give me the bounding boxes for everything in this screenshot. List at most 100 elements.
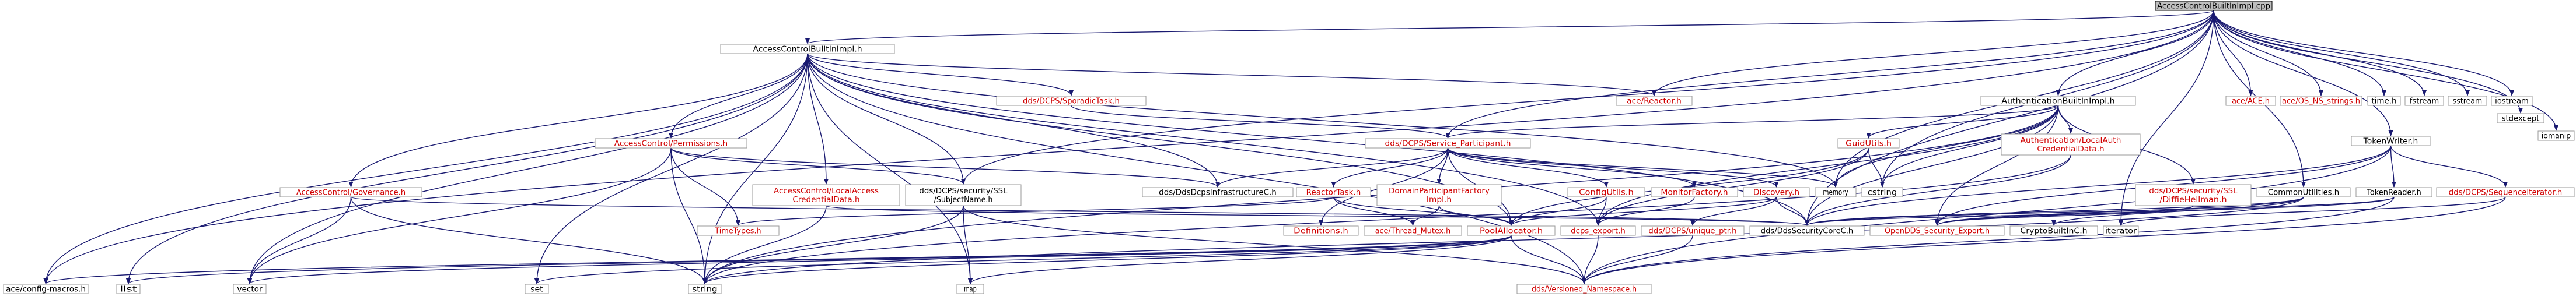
node-label-svcpart: dds/DCPS/Service_Participant.h: [1385, 140, 1511, 149]
node-label-list: list: [120, 285, 137, 294]
node-label-set: set: [530, 285, 543, 294]
node-box-cryptobi: [2009, 225, 2098, 236]
edge-svcpart-to-ddsinfra: [1215, 147, 1449, 188]
node-seqiter[interactable]: dds/DCPS/SequenceIterator.h: [2436, 187, 2575, 197]
node-acperm[interactable]: AccessControl/Permissions.h: [595, 138, 747, 149]
edge-authbi-to-dcpsexport: [1596, 105, 2059, 226]
node-box-timetypes: [697, 225, 780, 236]
node-box-authbi: [1980, 96, 2136, 106]
node-authbi: AuthenticationBuiltInImpl.h: [1980, 96, 2136, 106]
node-label-root: AccessControlBuiltInImpl.cpp: [2157, 2, 2270, 11]
node-acereactor[interactable]: ace/Reactor.h: [1616, 96, 1693, 106]
edges-layer: [43, 10, 2558, 284]
node-timetypes[interactable]: TimeTypes.h: [697, 225, 780, 236]
node-aceos[interactable]: ace/OS_NS_strings.h: [2280, 96, 2362, 106]
node-label-iostream: iostream: [2495, 97, 2529, 106]
node-versioned[interactable]: dds/Versioned_Namespace.h: [1516, 284, 1652, 294]
node-label-string: string: [692, 285, 717, 294]
node-label-cryptobi: CryptoBuiltInC.h: [2020, 227, 2087, 236]
node-list: list: [116, 284, 141, 294]
node-box-aclocal: [752, 184, 900, 206]
node-label-diffie-1: dds/DCPS/security/SSL: [2149, 187, 2238, 196]
edge-root-to-iterator: [2119, 10, 2214, 226]
edge-acgov-to-string: [350, 196, 707, 284]
edge-commonutils-to-ossecexport: [1935, 196, 2304, 226]
node-box-guidutils: [1837, 138, 1900, 149]
edge-acbi_h-to-map: [807, 53, 973, 284]
edge-reactortask-to-timetypes: [736, 196, 1334, 226]
node-label-ddsseccore: dds/DdsSecurityCoreC.h: [1761, 227, 1853, 236]
node-box-aceos: [2280, 96, 2362, 106]
node-acgov[interactable]: AccessControl/Governance.h: [279, 187, 422, 197]
node-aceace[interactable]: ace/ACE.h: [2225, 96, 2276, 106]
node-configutils[interactable]: ConfigUtils.h: [1567, 187, 1645, 197]
node-box-commonutils: [2256, 187, 2351, 197]
node-box-definitions: [1283, 225, 1359, 236]
node-set: set: [525, 284, 549, 294]
edge-poolalloc-to-list: [126, 235, 1512, 284]
edge-subjname-to-string: [702, 205, 964, 284]
edge-dpfi-to-threadmutex: [1410, 205, 1440, 226]
node-box-tokenreader: [2355, 187, 2432, 197]
node-label-aceace: ace/ACE.h: [2232, 97, 2270, 106]
node-fstream: fstream: [2404, 96, 2444, 106]
node-map: map: [956, 284, 984, 294]
edge-acbi_h-to-aceconfig: [43, 53, 808, 284]
node-box-diffie: [2135, 184, 2252, 206]
node-box-list: [116, 284, 141, 294]
node-svcpart[interactable]: dds/DCPS/Service_Participant.h: [1365, 138, 1531, 149]
edge-acperm-to-vector: [247, 147, 672, 284]
node-label-uniqueptr: dds/DCPS/unique_ptr.h: [1648, 227, 1736, 236]
edge-reactortask-to-poolalloc: [1333, 196, 1514, 226]
node-label-sstream: sstream: [2453, 97, 2482, 106]
node-ossecexport[interactable]: OpenDDS_Security_Export.h: [1869, 225, 2005, 236]
node-reactortask[interactable]: ReactorTask.h: [1296, 187, 1371, 197]
edge-commonutils-to-ddsseccore: [1805, 196, 2304, 226]
node-label-tokenwriter: TokenWriter.h: [2363, 137, 2418, 146]
edge-authbi-to-cstring: [1880, 105, 2059, 188]
node-box-seqiter: [2436, 187, 2575, 197]
node-box-configutils: [1567, 187, 1645, 197]
node-label-subjname-1: dds/DCPS/security/SSL: [919, 187, 1008, 196]
edge-tokenwriter-to-ddsseccore: [1805, 145, 2392, 226]
edge-acbi_h-to-acperm: [669, 53, 808, 139]
node-box-aceace: [2225, 96, 2276, 106]
nodes-layer: AccessControlBuiltInImpl.cppAccessContro…: [3, 1, 2575, 294]
node-subjname: dds/DCPS/security/SSL/SubjectName.h: [905, 184, 1022, 206]
edge-root-to-tokenwriter: [2213, 10, 2393, 136]
node-poolalloc[interactable]: PoolAllocator.h: [1467, 225, 1556, 236]
edge-tokenreader-to-ddsseccore: [1805, 196, 2395, 226]
node-dcpsexport[interactable]: dcps_export.h: [1560, 225, 1636, 236]
edge-authlocal-to-ddsseccore: [1805, 154, 2071, 226]
edge-svcpart-to-memory: [1447, 147, 1838, 188]
edge-acbi_h-to-sporadic: [807, 53, 1074, 96]
node-diffie[interactable]: dds/DCPS/security/SSL/DiffieHellman.h: [2135, 184, 2252, 206]
node-threadmutex[interactable]: ace/Thread_Mutex.h: [1364, 225, 1462, 236]
node-guidutils[interactable]: GuidUtils.h: [1837, 138, 1900, 149]
edge-acbi_h-to-aclocal: [807, 53, 829, 185]
edge-root-to-aceace: [2213, 10, 2253, 96]
edge-root-to-sstream: [2213, 10, 2470, 96]
edge-tokenwriter-to-tokenreader: [2390, 145, 2396, 188]
node-label-subjname-2: /SubjectName.h: [934, 196, 993, 204]
node-aclocal[interactable]: AccessControl/LocalAccessCredentialData.…: [752, 184, 900, 206]
node-box-dpfi: [1376, 184, 1502, 206]
node-monitorfactory[interactable]: MonitorFactory.h: [1651, 187, 1738, 197]
node-box-tokenwriter: [2351, 136, 2431, 146]
node-uniqueptr[interactable]: dds/DCPS/unique_ptr.h: [1641, 225, 1745, 236]
node-box-acereactor: [1616, 96, 1693, 106]
node-discovery[interactable]: Discovery.h: [1743, 187, 1810, 197]
edge-authbi-to-ossecexport: [1935, 105, 2059, 226]
node-box-versioned: [1516, 284, 1652, 294]
node-definitions[interactable]: Definitions.h: [1283, 225, 1359, 236]
edge-root-to-acbi_h: [805, 10, 2214, 44]
node-label-aceos: ace/OS_NS_strings.h: [2282, 97, 2360, 106]
node-sporadic[interactable]: dds/DCPS/SporadicTask.h: [996, 96, 1147, 106]
node-label-timetypes: TimeTypes.h: [714, 227, 761, 236]
node-label-acereactor: ace/Reactor.h: [1627, 97, 1682, 106]
node-timeh: time.h: [2367, 96, 2401, 106]
edge-poolalloc-to-vector: [247, 235, 1512, 284]
